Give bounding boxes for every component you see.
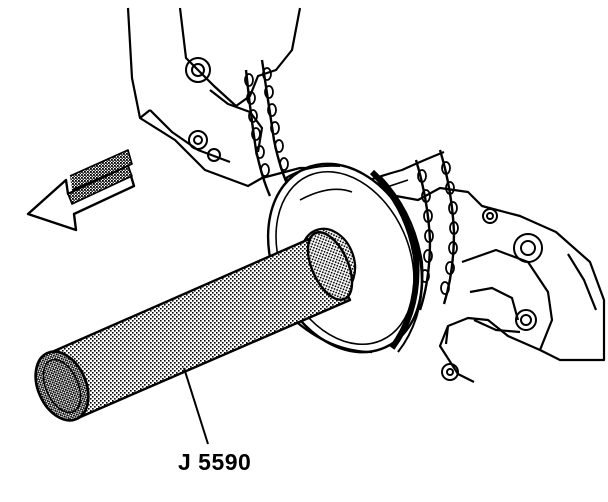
chain-links-right [417, 161, 459, 295]
callout-leader-line [183, 367, 209, 445]
bolt-holes [185, 57, 543, 381]
timing-chain [244, 59, 459, 311]
tool-shaft [34, 231, 354, 422]
engine-block [126, 7, 606, 383]
direction-arrow [26, 149, 136, 232]
tool-callout-label: J 5590 [178, 449, 252, 475]
